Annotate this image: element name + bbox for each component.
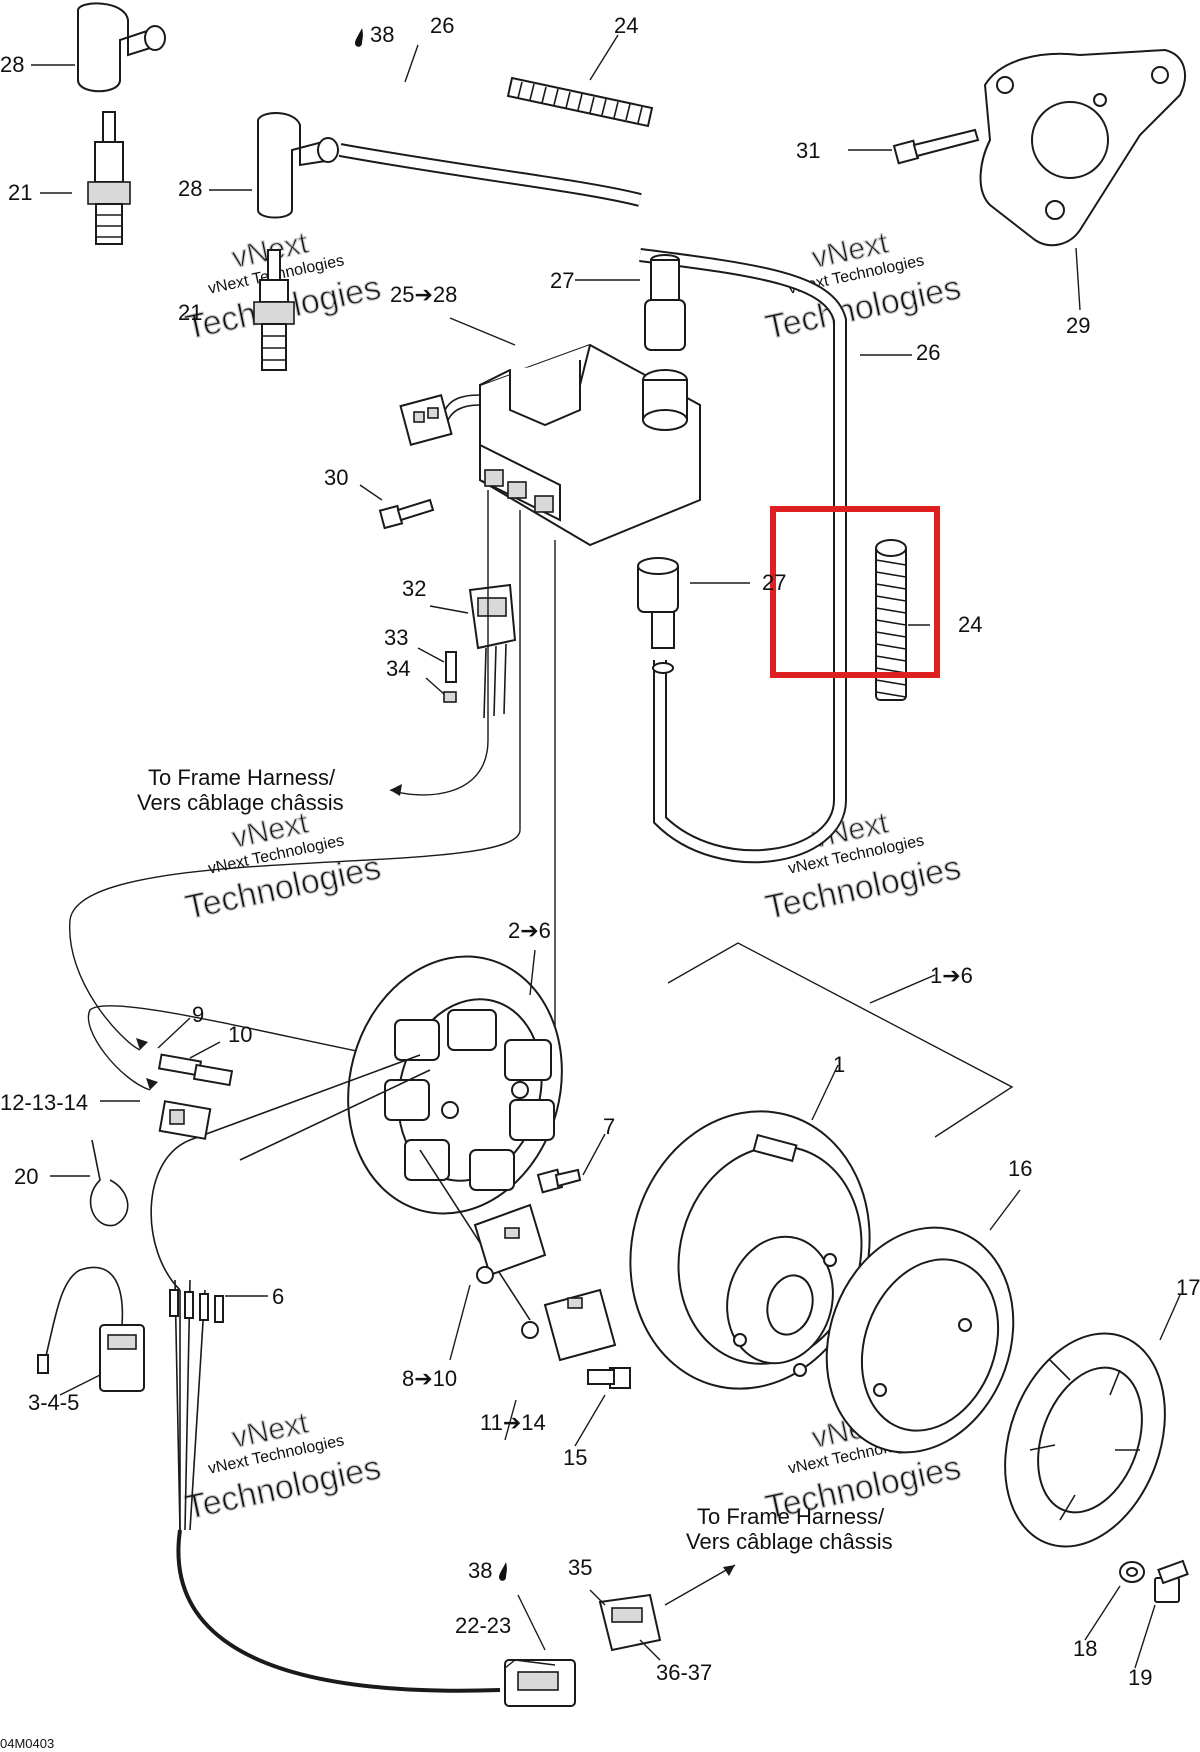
callout-33: 33 (384, 625, 408, 650)
callout-26-top: 26 (430, 13, 454, 38)
spark-plug-cap-upper (77, 2, 166, 93)
sensor-screw (587, 1367, 631, 1389)
callout-18: 18 (1073, 1636, 1097, 1661)
callout-24-highlighted: 24 (958, 612, 982, 637)
watermark-bottom-left: vNext vNext Technologies Technologies (181, 1406, 384, 1528)
spark-plug-upper (87, 111, 131, 245)
frame-harness-note-top-line1: To Frame Harness/ (148, 765, 336, 790)
cable-tie (89, 1139, 129, 1227)
starter-cup (1004, 1332, 1166, 1548)
callout-38-top: 38 (370, 22, 394, 47)
callout-6: 6 (272, 1284, 284, 1309)
callout-30: 30 (324, 465, 348, 490)
callout-38-bottom: 38 (468, 1558, 492, 1583)
callout-12-14: 12-13-14 (0, 1090, 88, 1115)
frame-harness-note-bottom-line2: Vers câblage châssis (686, 1529, 893, 1554)
highlight-box (770, 506, 940, 678)
starter-pulley (825, 1226, 1015, 1454)
stator-connector-12-14 (158, 1100, 212, 1140)
trigger-coil (473, 1203, 547, 1284)
callout-31: 31 (796, 138, 820, 163)
washer (1119, 1561, 1145, 1583)
coil-screw (378, 498, 435, 530)
terminal-33 (445, 651, 457, 683)
frame-harness-note-bottom-line1: To Frame Harness/ (697, 1504, 885, 1529)
callout-20: 20 (14, 1164, 38, 1189)
coil-wire-connector (399, 394, 453, 446)
callout-labels: 28 38 26 24 31 21 28 27 21 25➔28 29 26 3… (0, 13, 1200, 1751)
drawing-code: 04M0403 (0, 1736, 54, 1751)
callout-26-right: 26 (916, 340, 940, 365)
coil-boot-upper (644, 254, 686, 351)
leader-lines (31, 34, 1181, 1669)
callout-29: 29 (1066, 313, 1090, 338)
group-bracket-1-6 (667, 942, 1014, 1138)
coil-bracket (979, 48, 1186, 247)
callout-28-upper: 28 (0, 52, 24, 77)
callout-1: 1 (833, 1052, 845, 1077)
spark-plug-cap-lower (257, 112, 339, 219)
callout-28-lower: 28 (178, 176, 202, 201)
callout-27-lower: 27 (762, 570, 786, 595)
callout-25-28: 25➔28 (390, 282, 457, 307)
callout-1-6: 1➔6 (930, 963, 973, 988)
spark-plug-lower (253, 249, 295, 371)
callout-32: 32 (402, 576, 426, 601)
spiral-protector-top (506, 76, 654, 128)
callout-9: 9 (192, 1002, 204, 1027)
callout-17: 17 (1176, 1275, 1200, 1300)
spiral-protector-highlighted (875, 539, 907, 701)
callout-34: 34 (386, 656, 410, 681)
callout-3-5: 3-4-5 (28, 1390, 79, 1415)
callout-16: 16 (1008, 1156, 1032, 1181)
callout-10-top: 10 (228, 1022, 252, 1047)
connector-22-23 (504, 1659, 576, 1707)
bracket-screw (892, 128, 980, 165)
callout-19: 19 (1128, 1665, 1152, 1690)
flywheel (629, 1110, 871, 1390)
callout-36-37: 36-37 (656, 1660, 712, 1685)
connector-35 (598, 1593, 662, 1652)
callout-27-upper: 27 (550, 268, 574, 293)
callout-21-lower: 21 (178, 300, 202, 325)
harness-connector-32 (468, 583, 517, 719)
callout-21-upper: 21 (8, 180, 32, 205)
oil-drop-icon (355, 28, 363, 47)
sensor-block (521, 1288, 617, 1362)
callout-22-23: 22-23 (455, 1613, 511, 1638)
callout-8-10: 8➔10 (402, 1366, 457, 1391)
callout-2-6: 2➔6 (508, 918, 551, 943)
callout-15: 15 (563, 1445, 587, 1470)
bullet-terminals (169, 1289, 224, 1323)
oil-drop-icon-bottom (499, 1562, 507, 1581)
callout-24-top: 24 (614, 13, 638, 38)
stator-wire-harness (150, 1054, 531, 1693)
callout-35: 35 (568, 1555, 592, 1580)
ignition-coil (444, 343, 701, 547)
coil-boot-lower (637, 557, 679, 674)
callout-11-14: 11➔14 (480, 1410, 546, 1435)
stator (347, 955, 563, 1215)
stator-screw (536, 1168, 582, 1194)
connector-3-4-5 (37, 1266, 145, 1392)
callout-7: 7 (603, 1114, 615, 1139)
stator-connector-10 (192, 1063, 234, 1087)
high-tension-wires (169, 33, 847, 864)
seal-34 (443, 691, 457, 703)
flywheel-screw (1154, 1559, 1189, 1603)
frame-harness-note-top-line2: Vers câblage châssis (137, 790, 344, 815)
